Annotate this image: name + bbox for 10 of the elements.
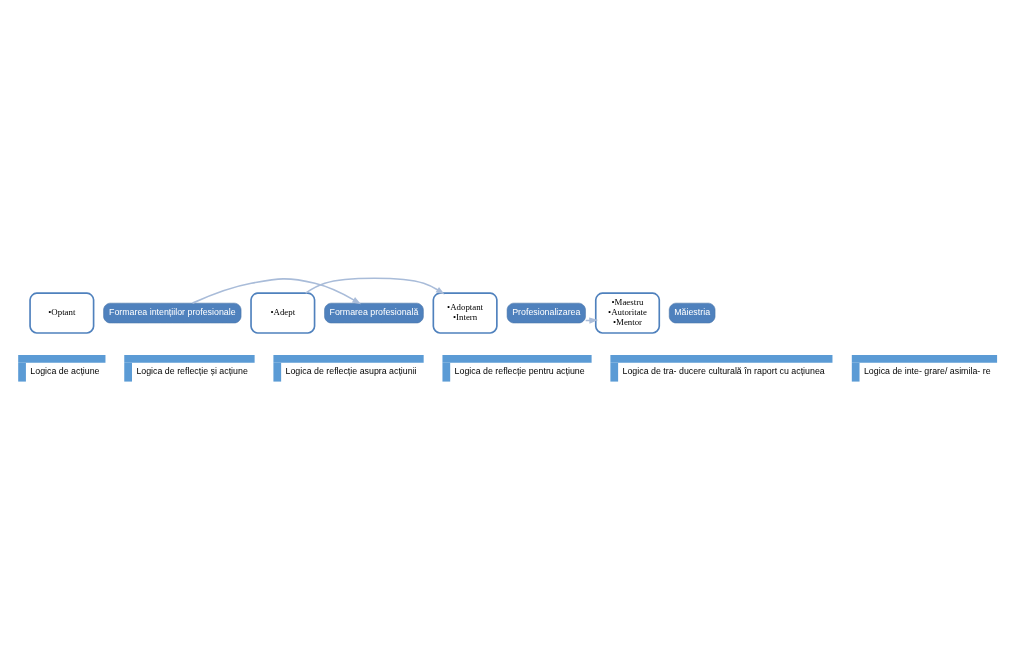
node-box: Formarea profesională — [324, 302, 424, 324]
arrow — [304, 277, 445, 295]
arrow — [191, 278, 362, 305]
node-box: Măiestria — [668, 302, 716, 324]
node-box: •Adoptant •Intern — [432, 292, 498, 334]
node-box: Formarea intențiilor profesionale — [103, 302, 242, 324]
node-box: •Adept — [250, 292, 316, 334]
node-box: Profesionalizarea — [506, 302, 586, 324]
node-box: •Optant — [29, 292, 95, 334]
node-box: •Maestru •Autoritate •Mentor — [594, 292, 661, 334]
